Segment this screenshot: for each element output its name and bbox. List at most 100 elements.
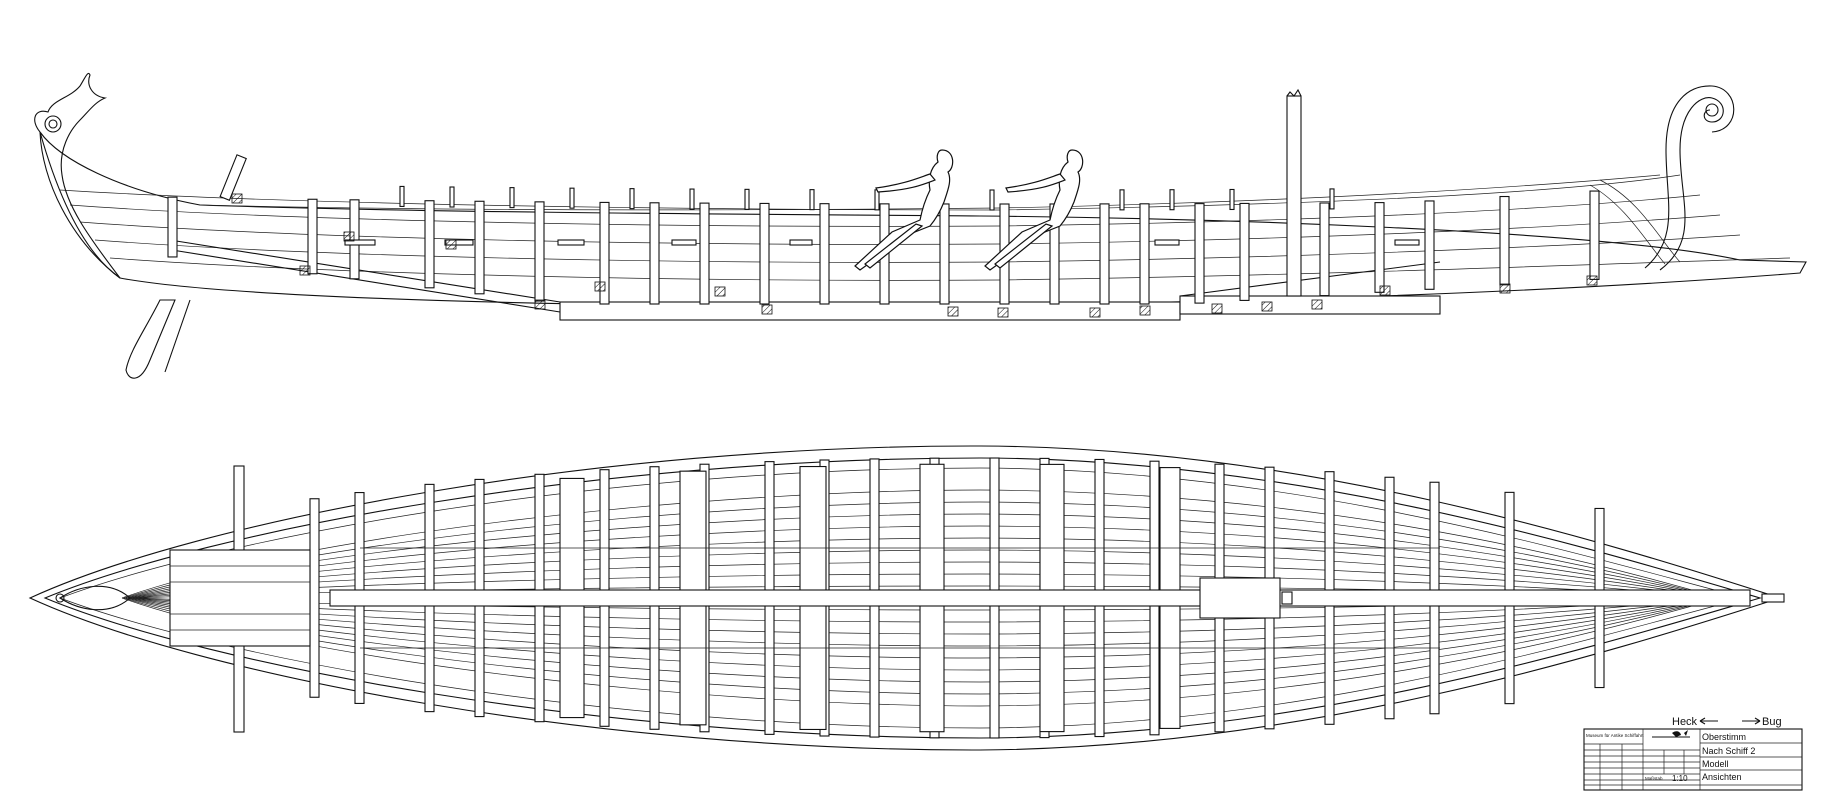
hatched-block <box>714 286 726 297</box>
side-keel <box>169 239 1441 321</box>
hatched-block <box>534 299 546 310</box>
rowing-bench <box>344 239 376 246</box>
rowing-bench <box>557 239 585 246</box>
hatched-block <box>231 193 243 204</box>
steering-oar <box>125 154 247 379</box>
hatched-block <box>1311 299 1323 310</box>
stern-label: Heck <box>1672 716 1698 728</box>
rowing-bench <box>789 239 813 246</box>
plan-mast-step <box>1199 577 1293 619</box>
thole-pin <box>809 189 815 211</box>
plank-line <box>133 597 1721 635</box>
hatched-block <box>1586 275 1598 286</box>
side-frame <box>534 201 545 302</box>
side-frame <box>1589 190 1600 280</box>
thole-pin <box>874 189 880 211</box>
rower-figure-2 <box>984 149 1084 271</box>
side-thole-pins <box>399 185 1335 211</box>
plank-line <box>133 561 1721 599</box>
hatched-block <box>1379 285 1391 296</box>
thole-pin <box>629 188 635 210</box>
thole-pin <box>1329 188 1335 210</box>
title-block: Museum für Antike Schiffahrt Maßstab 1:1… <box>1583 728 1803 791</box>
thole-pin <box>449 186 455 208</box>
plan-stern-deck <box>55 549 311 647</box>
side-frame <box>649 202 660 305</box>
side-frame <box>167 196 178 258</box>
bow-label: Bug <box>1762 716 1782 728</box>
thole-pin <box>509 187 515 209</box>
rowing-bench <box>444 239 474 246</box>
plan-bow-tip <box>1761 593 1785 603</box>
direction-legend: Heck Bug <box>1672 716 1782 728</box>
side-frame <box>1424 200 1435 290</box>
hatched-block <box>594 281 606 292</box>
scale-label: Maßstab <box>1645 776 1663 781</box>
side-hatched-blocks <box>231 193 1598 318</box>
hatched-block <box>947 306 959 317</box>
mast <box>1286 88 1302 297</box>
rowing-bench <box>1394 239 1420 246</box>
hatched-block <box>997 307 1009 318</box>
plan-hull-inner <box>43 457 1762 739</box>
plank-line <box>131 597 1721 647</box>
hatched-block <box>761 304 773 315</box>
side-frame <box>819 203 830 305</box>
plank-line <box>125 597 1721 683</box>
thole-pin <box>569 187 575 209</box>
side-view <box>34 72 1807 379</box>
scale-value: 1:10 <box>1672 774 1688 783</box>
hatched-block <box>343 231 355 242</box>
plank-line <box>123 597 1721 695</box>
thole-pin <box>1169 189 1175 211</box>
plank-line <box>121 489 1721 599</box>
side-frame <box>699 202 710 305</box>
hatched-block <box>299 265 311 276</box>
plank-line <box>135 597 1721 623</box>
thole-pin <box>744 188 750 210</box>
source-text: Nach Schiff 2 <box>1702 746 1755 756</box>
plan-view <box>28 445 1785 751</box>
rower-figure-1 <box>854 149 954 271</box>
hatched-block <box>1139 305 1151 316</box>
side-frame <box>1194 203 1205 304</box>
side-frame <box>759 202 770 305</box>
thole-pin <box>989 189 995 211</box>
stern-figurehead <box>34 72 121 279</box>
plank-line <box>125 513 1721 599</box>
side-frame <box>1099 203 1110 305</box>
side-frame <box>1319 202 1330 297</box>
plank-line <box>123 501 1721 599</box>
side-frames <box>167 190 1600 305</box>
plan-frame <box>309 498 320 698</box>
hatched-block <box>1211 303 1223 314</box>
rowing-bench <box>671 239 697 246</box>
thole-pin <box>689 188 695 210</box>
plank-line <box>127 597 1721 671</box>
hatched-block <box>445 239 457 250</box>
plan-keelson <box>329 589 1751 607</box>
hatched-block <box>1499 283 1511 294</box>
type-text: Modell <box>1702 759 1729 769</box>
thole-pin <box>399 185 405 207</box>
institution-text: Museum für Antike Schiffahrt <box>1586 733 1644 738</box>
hatched-block <box>1261 301 1273 312</box>
side-frame <box>1374 202 1385 293</box>
plank-line <box>129 537 1721 599</box>
plan-planking <box>121 489 1721 707</box>
bow-scroll <box>1589 85 1735 271</box>
side-frame <box>474 200 485 295</box>
subject-text: Oberstimm <box>1702 732 1746 742</box>
side-frame <box>939 203 950 305</box>
plank-line <box>129 597 1721 659</box>
side-frame <box>599 201 610 305</box>
hatched-block <box>1089 307 1101 318</box>
side-frame <box>1139 203 1150 305</box>
side-frame <box>1239 202 1250 301</box>
rowing-bench <box>1154 239 1180 246</box>
thole-pin <box>1119 189 1125 211</box>
plank-line <box>135 573 1721 599</box>
thole-pin <box>1229 188 1235 211</box>
plank-line <box>131 549 1721 599</box>
